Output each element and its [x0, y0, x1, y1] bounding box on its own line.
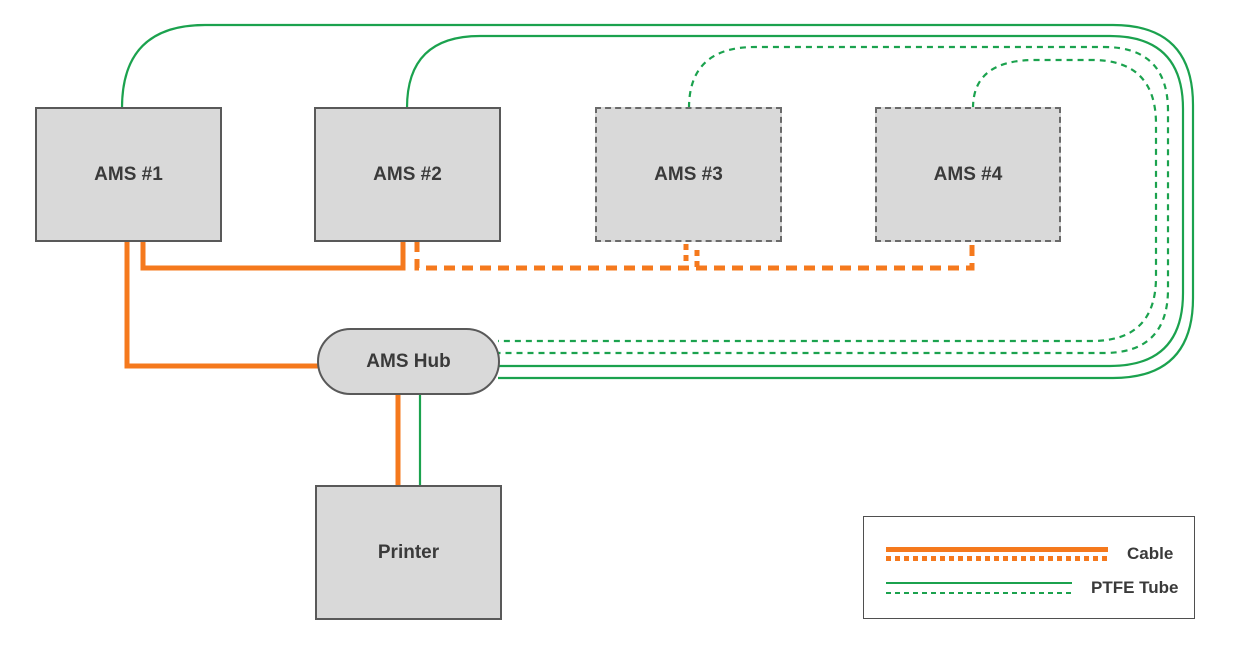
legend-row-cable: Cable — [886, 544, 1173, 564]
tube-dashed-swatch — [886, 592, 1072, 594]
tube-solid-swatch — [886, 582, 1072, 584]
node-ams4: AMS #4 — [875, 107, 1061, 242]
cable-dashed-swatch — [886, 556, 1108, 561]
node-printer-label: Printer — [377, 541, 440, 563]
legend-cable-label: Cable — [1127, 544, 1174, 563]
cable-ams1-to-hub — [124, 241, 319, 369]
tube-ams2-to-hub — [405, 34, 1185, 368]
legend-cable-line-sample — [886, 547, 1108, 561]
node-printer: Printer — [315, 485, 502, 620]
node-ams-hub: AMS Hub — [317, 328, 500, 395]
legend-tube-line-sample — [886, 582, 1072, 594]
legend: Cable PTFE Tube — [863, 516, 1195, 619]
cable-ams1-to-ams2 — [140, 241, 406, 271]
tube-ams3-to-hub — [498, 45, 1170, 355]
tube-ams1-to-hub — [120, 23, 1195, 380]
node-ams1: AMS #1 — [35, 107, 222, 242]
cable-ams2-to-ams4-chain — [414, 241, 975, 271]
node-ams3: AMS #3 — [595, 107, 782, 242]
node-ams3-label: AMS #3 — [654, 163, 723, 185]
cable-solid-swatch — [886, 547, 1108, 552]
legend-tube-label: PTFE Tube — [1091, 578, 1179, 597]
node-ams1-label: AMS #1 — [94, 163, 163, 185]
node-ams4-label: AMS #4 — [933, 163, 1003, 185]
node-ams2: AMS #2 — [314, 107, 501, 242]
node-ams-hub-label: AMS Hub — [366, 350, 451, 372]
legend-row-tube: PTFE Tube — [886, 578, 1179, 598]
node-ams2-label: AMS #2 — [373, 163, 442, 185]
tube-ams4-to-hub — [498, 58, 1158, 343]
